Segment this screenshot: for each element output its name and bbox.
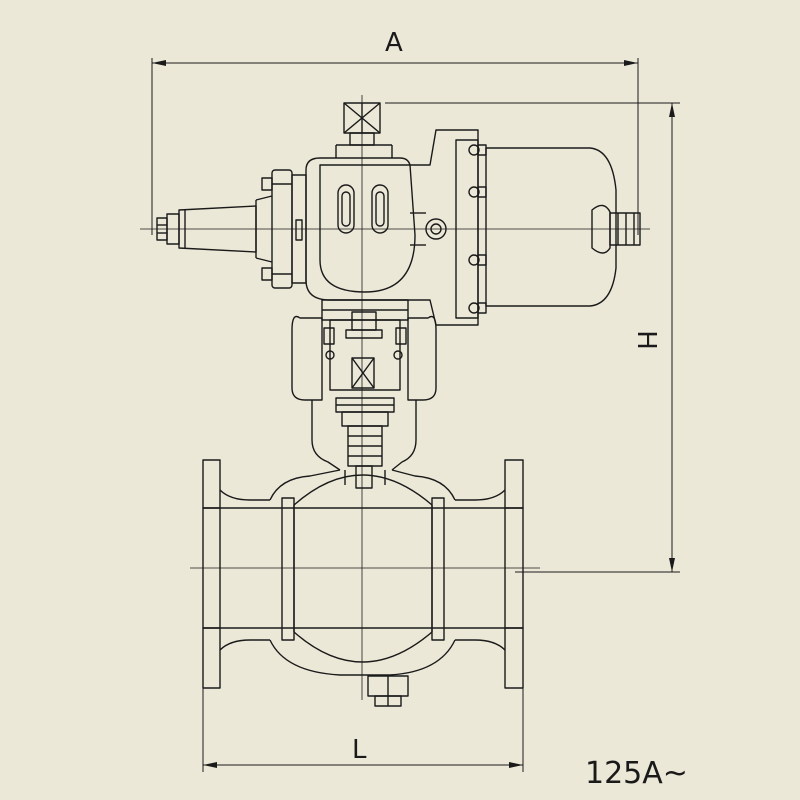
- actuator-top-indicator: [335, 102, 393, 158]
- actuator-housing: [305, 129, 479, 326]
- dimension-h-label: H: [630, 330, 661, 350]
- dimension-l-label: L: [352, 735, 367, 765]
- actuator-left-shaft: [156, 195, 273, 263]
- dimension-a: [151, 58, 639, 235]
- dimension-l: [202, 685, 524, 772]
- actuator-cylinder: [455, 139, 641, 319]
- size-range-label: 125A~: [585, 756, 688, 791]
- dimension-a-label: A: [385, 28, 403, 58]
- valve-body: [202, 459, 524, 707]
- centerlines: [140, 95, 650, 700]
- bracket-coupling: [291, 299, 437, 401]
- valve-neck: [311, 397, 417, 489]
- dimension-h: [385, 102, 680, 573]
